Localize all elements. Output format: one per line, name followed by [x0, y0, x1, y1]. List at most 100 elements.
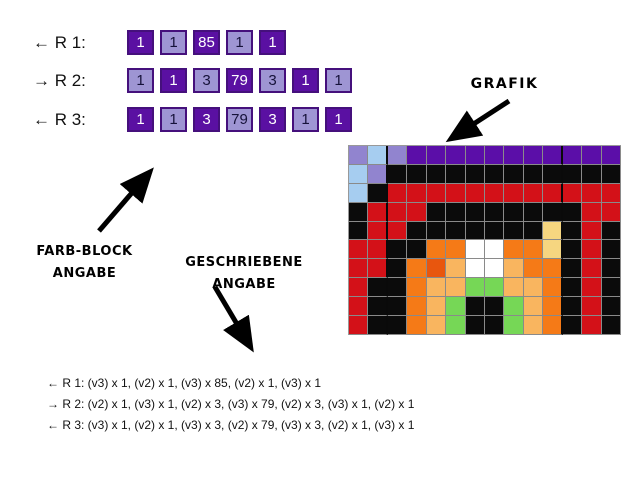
geschriebene-label-line1: GESCHRIEBENE: [185, 255, 303, 270]
grid-cell: [582, 202, 602, 222]
grid-cell: [523, 278, 544, 298]
grid-cell: [543, 202, 563, 222]
grid-cell: [407, 278, 427, 298]
grid-cell: [504, 221, 524, 241]
grid-cell: [523, 221, 544, 241]
grid-cell: [465, 146, 485, 165]
grid-cell: [426, 221, 447, 241]
grid-cell: [582, 183, 602, 203]
grid-cell: [504, 316, 524, 335]
grid-cell: [465, 221, 485, 241]
grid-cell: [426, 316, 447, 335]
pixel-graphic: [348, 145, 621, 335]
grid-cell: [368, 164, 388, 184]
grid-cell: [543, 146, 563, 165]
grid-cell: [407, 221, 427, 241]
row-label: → R 2:: [33, 70, 86, 90]
grid-cell: [368, 202, 388, 222]
color-block: 3: [193, 107, 220, 132]
grid-cell: [387, 297, 408, 317]
color-block: 1: [325, 68, 352, 93]
grid-cell: [349, 297, 369, 317]
grid-cell: [368, 297, 388, 317]
grid-cell: [446, 183, 466, 203]
grid-cell: [465, 297, 485, 317]
grid-cell: [504, 164, 524, 184]
grid-cell: [523, 164, 544, 184]
written-notation-line: → R 2: (v2) x 1, (v3) x 1, (v2) x 3, (v3…: [47, 397, 415, 411]
farb-block-label-line1: FARB-BLOCK: [36, 244, 133, 259]
grid-cell: [562, 183, 583, 203]
color-block: 1: [127, 107, 154, 132]
color-block: 1: [127, 68, 154, 93]
grid-cell: [465, 316, 485, 335]
grid-cell: [368, 183, 388, 203]
grid-cell: [446, 297, 466, 317]
color-block: 1: [160, 68, 187, 93]
grid-cell: [582, 297, 602, 317]
geschriebene-angabe-label: GESCHRIEBENE ANGABE: [178, 252, 310, 296]
row-label: ← R 3:: [33, 109, 86, 129]
grid-cell: [465, 202, 485, 222]
written-notation-line: ← R 1: (v3) x 1, (v2) x 1, (v3) x 85, (v…: [47, 376, 322, 390]
grid-cell: [407, 183, 427, 203]
grid-cell: [349, 183, 369, 203]
grid-cell: [407, 316, 427, 335]
grid-cell: [407, 240, 427, 260]
arrow-to-graphic: [445, 98, 511, 143]
grid-cell: [426, 183, 447, 203]
grid-cell: [562, 221, 583, 241]
written-notation: ← R 1: (v3) x 1, (v2) x 1, (v3) x 85, (v…: [47, 373, 414, 436]
color-block: 1: [226, 30, 253, 55]
grid-cell: [349, 259, 369, 279]
grid-cell: [446, 146, 466, 165]
color-block: 79: [226, 107, 253, 132]
grid-cell: [543, 278, 563, 298]
grid-cell: [387, 146, 408, 165]
color-block: 1: [160, 107, 187, 132]
grid-cell: [465, 183, 485, 203]
grid-cell: [368, 240, 388, 260]
color-block: 1: [160, 30, 187, 55]
grid-cell: [387, 221, 408, 241]
grid-cell: [407, 202, 427, 222]
grid-cell: [407, 259, 427, 279]
grid-cell: [504, 146, 524, 165]
grid-cell: [465, 259, 485, 279]
grid-cell: [601, 240, 621, 260]
grid-cell: [543, 240, 563, 260]
grid-cell: [601, 183, 621, 203]
grid-cell: [465, 164, 485, 184]
grid-cell: [387, 164, 408, 184]
grid-cell: [562, 259, 583, 279]
color-block: 1: [127, 30, 154, 55]
grid-cell: [349, 202, 369, 222]
color-block: 85: [193, 30, 220, 55]
grid-cell: [485, 221, 505, 241]
grid-cell: [504, 183, 524, 203]
grafik-label: GRAFIK: [452, 73, 557, 95]
grid-cell: [543, 297, 563, 317]
grid-cell: [446, 221, 466, 241]
color-block: 1: [292, 68, 319, 93]
grid-cell: [387, 259, 408, 279]
grid-cell: [426, 240, 447, 260]
grid-cell: [504, 240, 524, 260]
grid-cell: [601, 146, 621, 165]
grid-cell: [601, 297, 621, 317]
grid-cell: [485, 316, 505, 335]
grid-cell: [582, 164, 602, 184]
grid-cell: [446, 164, 466, 184]
grid-cell: [426, 297, 447, 317]
grid-cell: [446, 202, 466, 222]
grid-cell: [523, 297, 544, 317]
grid-cell: [407, 297, 427, 317]
grid-cell: [426, 202, 447, 222]
